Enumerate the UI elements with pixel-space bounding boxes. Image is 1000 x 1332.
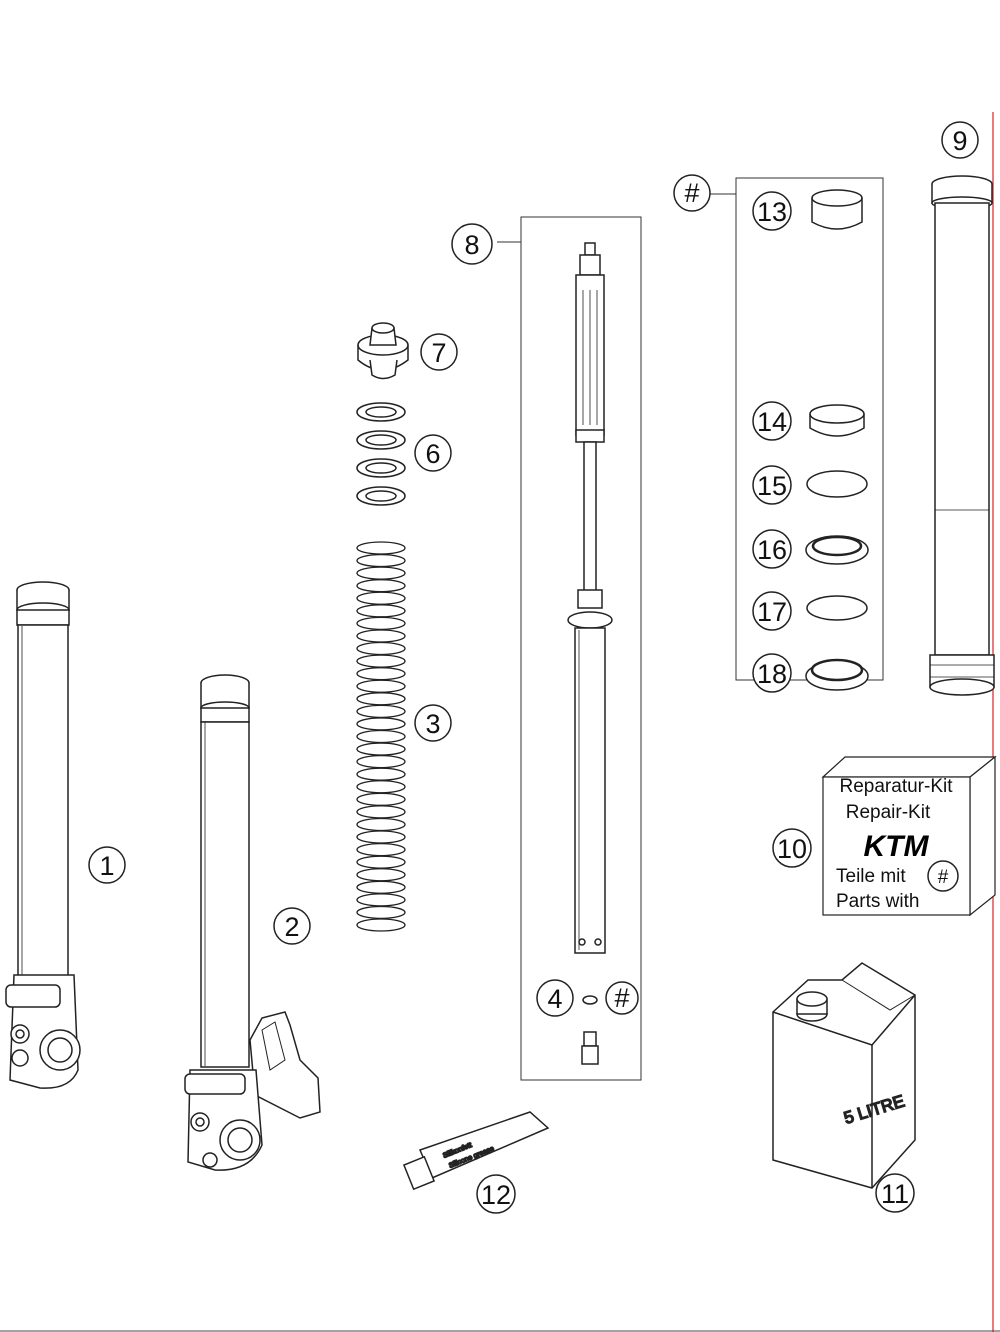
kit-hash-label: # — [938, 867, 949, 888]
callout-2: 2 — [273, 907, 311, 945]
part-8-cartridge-group — [497, 216, 642, 1081]
spring-coil — [356, 717, 406, 731]
callout-8: 8 — [451, 223, 493, 265]
svg-text:1: 1 — [99, 851, 114, 881]
spring-coil — [356, 780, 406, 794]
repair-kit-parts-group — [710, 177, 884, 691]
spring-coil — [356, 692, 406, 706]
svg-text:8: 8 — [464, 230, 479, 260]
part-18-dust-wiper — [805, 658, 869, 691]
callout-15: 15 — [752, 465, 792, 505]
spring-coil — [356, 805, 406, 819]
svg-text:4: 4 — [547, 984, 562, 1014]
spring-coil — [356, 792, 406, 806]
svg-text:#: # — [614, 983, 629, 1013]
svg-text:16: 16 — [757, 535, 787, 565]
svg-text:#: # — [684, 178, 699, 208]
spring-coil — [356, 591, 406, 605]
spring-coil — [356, 767, 406, 781]
part-15-ring — [806, 470, 868, 498]
kit-label-line2: Repair-Kit — [846, 802, 931, 823]
spring-coil — [356, 905, 406, 920]
svg-text:6: 6 — [425, 439, 440, 469]
kit-label-line3: Teile mit — [836, 866, 906, 887]
callout-4-hash: # — [605, 981, 639, 1015]
callout-10: 10 — [772, 828, 812, 868]
callout-1: 1 — [88, 846, 126, 884]
callouts: 1 2 3 4 # 6 7 8 9 10 11 12 13 14 15 16 1… — [88, 121, 979, 1214]
callout-12: 12 — [476, 1174, 516, 1214]
callout-3: 3 — [414, 704, 452, 742]
svg-text:9: 9 — [952, 126, 967, 156]
spring-coil — [356, 704, 406, 719]
callout-14: 14 — [752, 401, 792, 441]
svg-text:15: 15 — [757, 471, 787, 501]
spring-coil — [356, 679, 406, 693]
svg-text:14: 14 — [757, 407, 787, 437]
part-11-oil-can: 5 LITRE — [772, 962, 916, 1189]
spring-coil — [356, 918, 406, 932]
spring-coil — [356, 629, 406, 643]
part-8-group-frame — [520, 216, 642, 1081]
svg-text:11: 11 — [881, 1179, 909, 1209]
part-10-repair-kit-box: Reparatur-Kit Repair-Kit KTM Teile mit P… — [821, 755, 997, 917]
damper-cartridge — [567, 242, 613, 1065]
part-13-bushing — [811, 189, 863, 230]
part-12-grease-tube: Silikonfett Silicone grease — [402, 1111, 550, 1191]
callout-16: 16 — [752, 529, 792, 569]
svg-text:2: 2 — [284, 912, 299, 942]
svg-text:12: 12 — [481, 1180, 511, 1210]
spring-coil — [356, 830, 406, 844]
callout-18: 18 — [752, 653, 792, 693]
part-3-spring — [356, 541, 406, 932]
kit-hash-circle — [927, 860, 959, 892]
svg-text:13: 13 — [757, 197, 787, 227]
spring-coil — [356, 604, 406, 618]
kit-label-line1: Reparatur-Kit — [840, 776, 954, 797]
part-14-bushing — [809, 404, 865, 437]
part-9-outer-tube — [929, 175, 995, 696]
callout-7: 7 — [420, 333, 458, 371]
spring-coil — [356, 842, 406, 857]
svg-text:7: 7 — [431, 338, 446, 368]
spring-coil — [356, 641, 406, 656]
spring-coil — [356, 855, 406, 869]
spring-coil — [356, 817, 406, 832]
spring-coil — [356, 667, 406, 681]
spring-coil — [356, 729, 406, 744]
ktm-logo: KTM — [864, 830, 930, 863]
part-6-spacer-washers — [356, 402, 406, 506]
part-2-fork-leg-right — [184, 674, 321, 1171]
spring-coil — [356, 566, 406, 580]
spring-coil — [356, 880, 406, 894]
part-1-fork-leg-left — [5, 581, 81, 1089]
spring-coil — [356, 868, 406, 882]
spring-coil — [356, 754, 406, 769]
spring-coil — [356, 579, 406, 593]
callout-17: 17 — [752, 591, 792, 631]
part-7-screw-cap — [357, 322, 409, 380]
callout-11: 11 — [875, 1173, 915, 1213]
spring-coil — [356, 654, 406, 668]
svg-text:3: 3 — [425, 709, 440, 739]
spring-coil — [356, 742, 406, 756]
callout-9: 9 — [941, 121, 979, 159]
spring-coil — [356, 553, 406, 568]
svg-text:10: 10 — [777, 834, 807, 864]
callout-hash-kit: # — [673, 174, 711, 212]
spring-coil — [356, 616, 406, 631]
kit-label-line4: Parts with — [836, 891, 919, 912]
svg-text:17: 17 — [757, 597, 787, 627]
callout-6: 6 — [414, 434, 452, 472]
spring-coil — [356, 541, 406, 555]
part-16-seal — [805, 535, 869, 565]
callout-13: 13 — [752, 191, 792, 231]
svg-text:18: 18 — [757, 659, 787, 689]
callout-4: 4 — [536, 979, 574, 1017]
spring-coil — [356, 893, 406, 907]
part-17-circlip — [806, 595, 868, 621]
